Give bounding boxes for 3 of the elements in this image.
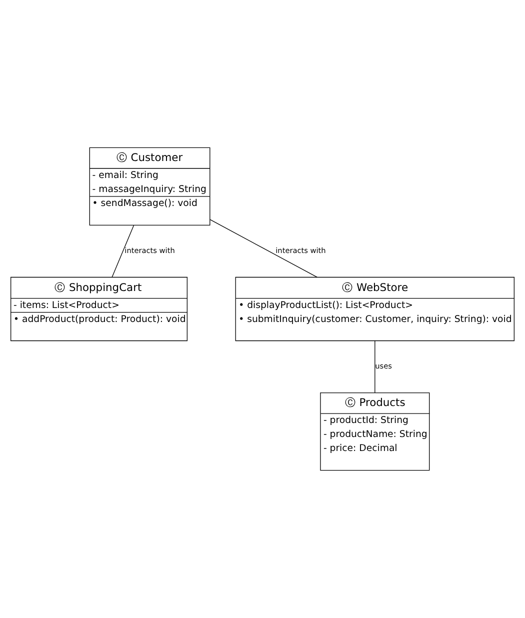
connector	[112, 225, 134, 278]
connector	[210, 219, 318, 278]
connector	[374, 340, 376, 393]
